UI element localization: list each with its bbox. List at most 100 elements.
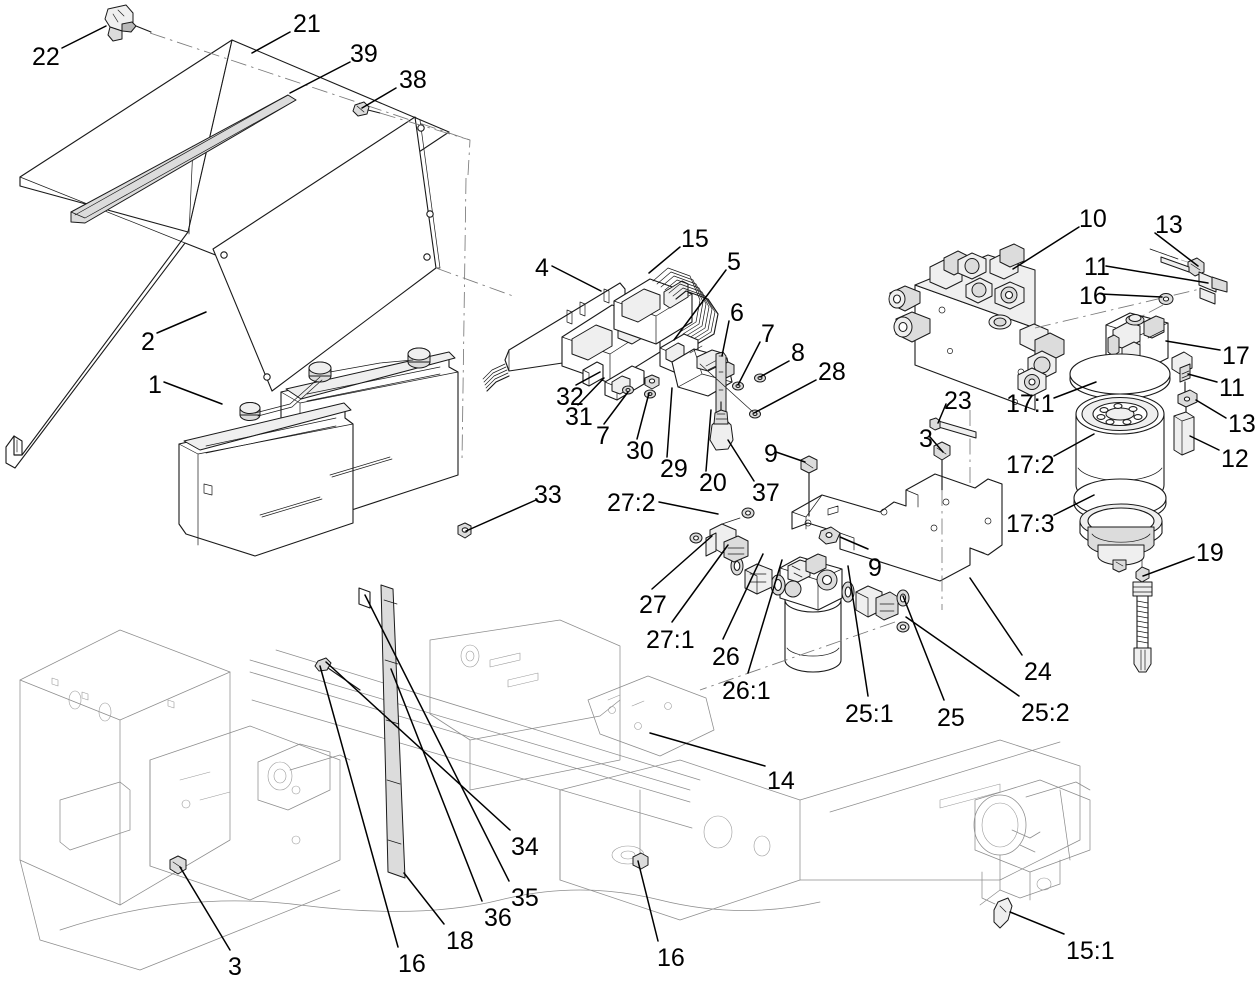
callout-3a: 3 [919, 425, 933, 453]
callout-4: 4 [535, 254, 549, 282]
leader-25 [902, 595, 945, 701]
callout-39: 39 [350, 40, 378, 68]
leader-11a [1105, 265, 1209, 284]
filter-assembly-17 [1069, 312, 1171, 573]
leader-22 [61, 25, 107, 49]
leader-24 [969, 577, 1023, 656]
mounting-bracket-24 [791, 417, 1003, 610]
wire-harness-15 [482, 267, 719, 392]
leader-7b [603, 391, 629, 425]
callout-6: 6 [730, 299, 744, 327]
callout-35: 35 [511, 884, 539, 912]
leader-34 [325, 661, 511, 831]
callout-8: 8 [791, 339, 805, 367]
leader-17:1 [1053, 381, 1097, 399]
leader-20 [705, 409, 712, 472]
callout-16b: 16 [398, 950, 426, 978]
leader-5 [673, 269, 727, 341]
callout-14: 14 [767, 767, 795, 795]
sensor-parts [1171, 351, 1198, 456]
leader-15:1 [1009, 911, 1065, 935]
leader-16b [319, 665, 399, 948]
leader-19 [1142, 556, 1195, 577]
leader-21 [251, 31, 291, 54]
callout-30: 30 [626, 437, 654, 465]
callout-25:2: 25:2 [1021, 699, 1070, 727]
fastener-33 [457, 522, 472, 539]
leader-25:1 [847, 565, 869, 697]
bolt-38 [352, 101, 381, 117]
callout-26:1: 26:1 [722, 677, 771, 705]
callout-18: 18 [446, 927, 474, 955]
leader-10 [1012, 226, 1080, 270]
switch-blocks [561, 278, 693, 384]
callout-24: 24 [1024, 658, 1052, 686]
callout-leader-lines [61, 25, 1227, 951]
leader-26 [722, 553, 764, 640]
leader-36 [390, 668, 483, 902]
callout-7b: 7 [596, 422, 610, 450]
drain-hose-19 [1132, 559, 1153, 673]
callout-23: 23 [944, 387, 972, 415]
callout-3b: 3 [228, 953, 242, 981]
callout-21: 21 [293, 10, 321, 38]
leader-8 [759, 360, 790, 378]
callout-1: 1 [148, 371, 162, 399]
callout-9b: 9 [868, 554, 882, 582]
leader-33 [465, 499, 537, 532]
callout-26: 26 [712, 643, 740, 671]
callout-19: 19 [1196, 539, 1224, 567]
callout-13a: 13 [1155, 211, 1183, 239]
leader-27:2 [658, 501, 719, 515]
callout-32: 32 [556, 383, 584, 411]
callout-33: 33 [534, 481, 562, 509]
leader-39 [289, 61, 351, 94]
leader-17:3 [1053, 494, 1095, 516]
muffler-15-1 [973, 779, 1091, 929]
callout-13b: 13 [1228, 410, 1256, 438]
knob-fastener-22 [104, 4, 152, 42]
callout-25: 25 [937, 704, 965, 732]
leader-12 [1189, 435, 1220, 451]
fuel-filter-assembly [689, 507, 910, 691]
leader-9b [839, 536, 869, 550]
side-panel-2 [212, 101, 514, 461]
callout-2: 2 [141, 328, 155, 356]
hydraulic-manifold-10 [888, 243, 1201, 540]
callout-15:1: 15:1 [1066, 937, 1115, 965]
callout-17:1: 17:1 [1006, 390, 1055, 418]
leader-13b [1195, 399, 1227, 419]
leader-4 [551, 265, 602, 292]
leader-37 [727, 439, 755, 482]
leader-38 [361, 87, 397, 109]
callout-11a: 11 [1084, 253, 1110, 281]
callout-11b: 11 [1219, 374, 1245, 402]
callout-27:1: 27:1 [646, 626, 695, 654]
leader-3a [929, 436, 944, 453]
callout-37: 37 [752, 479, 780, 507]
callout-16a: 16 [1079, 282, 1107, 310]
callout-29: 29 [660, 455, 688, 483]
leader-2 [156, 311, 207, 334]
leader-27:1 [671, 544, 729, 623]
leader-15 [648, 246, 681, 274]
leader-17 [1165, 340, 1221, 351]
callout-36: 36 [484, 904, 512, 932]
callout-22: 22 [32, 43, 60, 71]
callout-28: 28 [818, 358, 846, 386]
leader-27 [651, 535, 713, 590]
callout-17:2: 17:2 [1006, 451, 1055, 479]
callout-10: 10 [1079, 205, 1107, 233]
callout-15: 15 [681, 225, 709, 253]
leader-11b [1187, 373, 1218, 383]
leader-35 [364, 594, 510, 882]
leader-25:2 [905, 616, 1020, 697]
callout-27: 27 [639, 591, 667, 619]
leader-14 [649, 732, 766, 767]
upper-right-fittings [1115, 248, 1228, 331]
leader-1 [163, 381, 223, 405]
leader-29 [666, 387, 673, 458]
manifold-fittings [888, 243, 1065, 397]
